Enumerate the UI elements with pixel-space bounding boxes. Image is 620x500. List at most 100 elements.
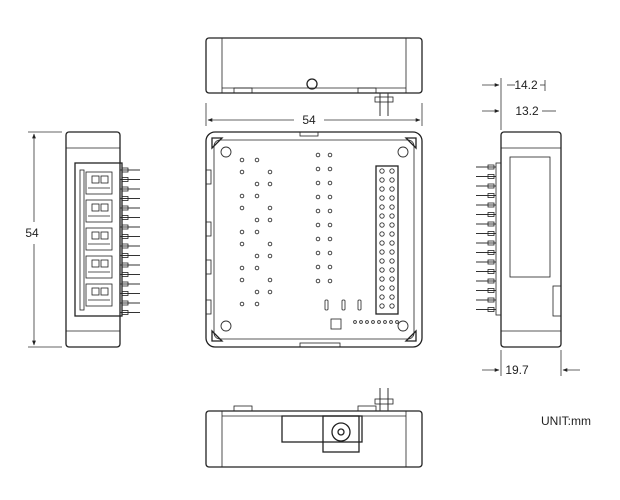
header-pin-hole [379, 204, 385, 210]
terminal-block [85, 255, 113, 279]
header-pin-hole [379, 195, 385, 201]
pin-collar [121, 224, 129, 230]
dimension-label: 13.2 [515, 104, 539, 118]
board-hole [327, 208, 333, 214]
header-pin-hole [379, 303, 385, 309]
board-hole [267, 241, 273, 247]
board-hole [315, 278, 321, 284]
header-pin-hole [389, 258, 395, 264]
board-hole [267, 181, 273, 187]
header-pin-hole [389, 231, 395, 237]
board-hole [389, 320, 393, 324]
header-pin-hole [389, 177, 395, 183]
board-hole [254, 301, 260, 307]
board-hole [239, 205, 245, 211]
board-hole [315, 236, 321, 242]
header-pin-hole [389, 213, 395, 219]
board-hole [395, 320, 399, 324]
board-hole [315, 208, 321, 214]
board-hole [267, 205, 273, 211]
header-pin-hole [389, 276, 395, 282]
terminal-screw [100, 175, 109, 184]
header-pin-hole [379, 249, 385, 255]
terminal-screw [100, 203, 109, 212]
terminal-screw [91, 203, 100, 212]
board-hole [327, 166, 333, 172]
pin-collar [487, 307, 495, 312]
pin-collar [121, 205, 129, 211]
pin-collar [121, 234, 129, 239]
terminal-screw [100, 259, 109, 268]
header-pin-hole [389, 294, 395, 300]
board-hole [254, 229, 260, 235]
main-board-view [205, 131, 423, 348]
pin-collar [121, 281, 129, 287]
terminal-screw [91, 287, 100, 296]
header-pin-hole [379, 294, 385, 300]
dimension-label: 54 [25, 226, 39, 240]
board-hole [254, 157, 260, 163]
header-pin-hole [389, 303, 395, 309]
top-side-view [205, 37, 423, 116]
header-pin-hole [389, 204, 395, 210]
pin-collar [121, 300, 129, 306]
board-hole [239, 277, 245, 283]
pin-collar [487, 231, 495, 236]
board-hole [315, 250, 321, 256]
pin-collar [487, 202, 495, 208]
board-hole [254, 253, 260, 259]
board-hole [327, 180, 333, 186]
pin-collar [121, 253, 129, 258]
pin-collar [487, 212, 495, 217]
terminal-screw [100, 287, 109, 296]
board-hole [327, 278, 333, 284]
board-hole [327, 236, 333, 242]
board-hole [315, 222, 321, 228]
board-hole [377, 320, 381, 324]
terminal-screw [91, 259, 100, 268]
board-hole [327, 264, 333, 270]
header-pin-hole [379, 177, 385, 183]
left-side-view [65, 131, 140, 348]
board-hole [267, 253, 273, 259]
header-pin-hole [379, 231, 385, 237]
board-hole [327, 250, 333, 256]
unit-label: UNIT:mm [541, 414, 591, 428]
board-hole [254, 289, 260, 295]
pin-collar [121, 262, 129, 268]
header-pin-hole [389, 249, 395, 255]
terminal-block [85, 171, 113, 195]
pin-collar [121, 272, 129, 277]
board-hole [315, 180, 321, 186]
pin-collar [487, 240, 495, 246]
board-hole [267, 277, 273, 283]
dimension-right-width: 19.7 [482, 350, 580, 377]
board-hole [267, 169, 273, 175]
board-hole [315, 166, 321, 172]
header-pin-hole [379, 276, 385, 282]
board-hole [267, 217, 273, 223]
header-pin-hole [379, 186, 385, 192]
board-hole [239, 157, 245, 163]
header-pin-hole [379, 285, 385, 291]
board-hole [315, 152, 321, 158]
terminal-screw [91, 175, 100, 184]
bottom-side-view [205, 388, 423, 468]
header-pin-hole [389, 267, 395, 273]
pin-collar [487, 250, 495, 255]
board-hole [315, 194, 321, 200]
header-pin-hole [379, 267, 385, 273]
header-pin-hole [379, 240, 385, 246]
header-pin-hole [379, 258, 385, 264]
pin-collar [121, 215, 129, 220]
board-hole [267, 289, 273, 295]
terminal-screw [100, 231, 109, 240]
board-hole [327, 222, 333, 228]
pin-collar [487, 193, 495, 198]
board-hole [239, 169, 245, 175]
pin-collar [487, 259, 495, 265]
header-pin-hole [379, 222, 385, 228]
board-hole [327, 194, 333, 200]
board-hole [239, 301, 245, 307]
